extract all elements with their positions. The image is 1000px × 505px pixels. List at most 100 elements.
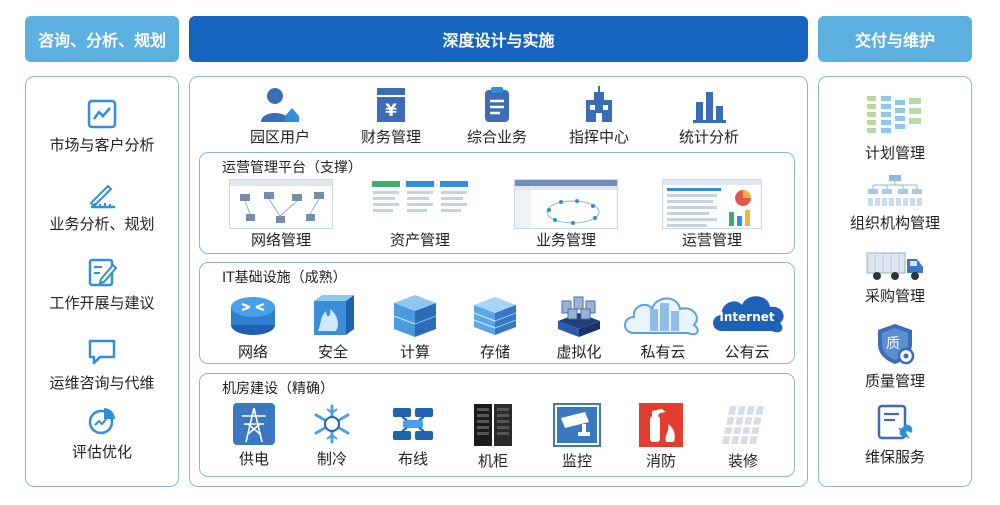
panel-item-label: 业务管理 <box>535 231 596 249</box>
org-chart-icon <box>868 175 922 206</box>
panel-item-label: 安全 <box>317 343 348 361</box>
clipboard-icon <box>485 87 509 122</box>
network-diagram-thumbnail <box>229 179 333 229</box>
right-item-label: 计划管理 <box>864 144 925 162</box>
left-item-label: 运维咨询与代维 <box>49 374 155 392</box>
panel-item-label: 机柜 <box>477 452 508 470</box>
header-delivery-maintenance: 交付与维护 <box>818 16 972 62</box>
panel-item-label: 供电 <box>238 450 269 468</box>
panel-item-label: 存储 <box>479 343 510 361</box>
snowflake-icon <box>314 404 350 444</box>
panel-item-label: 私有云 <box>640 343 686 361</box>
top-item-park-users: 园区用户 <box>232 86 328 147</box>
finance-icon: ¥ <box>377 88 405 122</box>
panel-item-label: 运营管理 <box>681 231 742 249</box>
panel-item-label: 网络 <box>237 343 268 361</box>
left-item-label: 业务分析、规划 <box>49 215 155 233</box>
panel-item-cooling: 制冷 <box>306 402 358 469</box>
right-item-plan-mgmt: 计划管理 <box>818 94 972 163</box>
panel-item-rack: 机柜 <box>466 402 520 471</box>
panel-item-network: 网络 <box>224 291 282 362</box>
floor-tiles-icon <box>722 405 764 445</box>
storage-cube-icon <box>473 297 517 335</box>
panel-item-label: 虚拟化 <box>556 343 602 361</box>
panel-datacenter-construction: 机房建设（精确） 供电 制冷 <box>199 373 795 477</box>
chat-bubble-icon <box>88 339 116 365</box>
right-item-label: 维保服务 <box>864 448 925 466</box>
private-cloud-icon <box>624 297 699 336</box>
panel-item-label: 监控 <box>561 452 592 470</box>
top-item-finance: ¥ 财务管理 <box>343 86 439 147</box>
panel-title: IT基础设施（成熟） <box>222 270 347 286</box>
panel-title: 运营管理平台（支撑） <box>222 160 362 176</box>
maintenance-icon <box>877 404 913 440</box>
server-rack-icon <box>474 404 512 446</box>
panel-item-cabling: 布线 <box>386 402 440 469</box>
pie-chart-icon <box>88 408 115 435</box>
camera-icon <box>553 403 601 447</box>
right-column <box>818 76 972 487</box>
left-item-ops-consulting: 运维咨询与代维 <box>25 336 179 393</box>
panel-item-business-mgmt: 业务管理 <box>512 179 620 250</box>
panel-item-private-cloud: 私有云 <box>618 287 708 362</box>
router-icon <box>231 297 275 335</box>
firewall-icon <box>314 295 354 335</box>
panel-title: 机房建设（精确） <box>222 381 334 397</box>
ruler-pencil-icon <box>89 184 115 209</box>
internet-badge: Internet <box>719 310 774 324</box>
public-cloud-icon: Internet <box>713 296 784 333</box>
power-tower-icon <box>233 403 275 445</box>
header-consulting: 咨询、分析、规划 <box>25 16 179 62</box>
truck-icon <box>866 252 923 280</box>
panel-item-monitoring: 监控 <box>548 402 606 471</box>
left-item-label: 市场与客户分析 <box>49 136 155 154</box>
command-center-icon <box>586 86 612 122</box>
quality-badge-text: 质 <box>886 336 900 352</box>
edit-document-icon <box>88 258 118 287</box>
left-item-business-planning: 业务分析、规划 <box>25 177 179 234</box>
panel-item-label: 制冷 <box>316 450 347 468</box>
operation-dashboard-thumbnail <box>662 179 762 229</box>
left-item-market-analysis: 市场与客户分析 <box>25 98 179 155</box>
panel-item-asset-mgmt: 资产管理 <box>368 179 472 250</box>
top-item-statistics: 统计分析 <box>661 86 757 147</box>
panel-item-operations-mgmt: 运营管理 <box>660 179 764 250</box>
users-icon <box>261 88 299 122</box>
header-design-implementation: 深度设计与实施 <box>189 16 808 62</box>
right-item-label: 采购管理 <box>864 287 925 305</box>
right-item-label: 组织机构管理 <box>849 214 940 232</box>
right-item-procurement: 采购管理 <box>818 249 972 306</box>
top-item-label: 综合业务 <box>466 128 527 146</box>
quality-shield-icon: 质 <box>878 324 915 365</box>
top-item-command-center: 指挥中心 <box>551 86 647 147</box>
left-item-work-advice: 工作开展与建议 <box>25 256 179 313</box>
panel-item-label: 布线 <box>397 450 428 468</box>
right-item-org-mgmt: 组织机构管理 <box>818 174 972 233</box>
panel-item-power: 供电 <box>228 402 280 469</box>
virtualization-icon <box>558 296 600 337</box>
panel-item-label: 消防 <box>645 452 676 470</box>
fire-extinguisher-icon <box>639 403 683 447</box>
top-item-label: 指挥中心 <box>568 128 629 146</box>
chart-line-icon <box>87 99 117 129</box>
panel-item-virtualization: 虚拟化 <box>548 291 610 362</box>
panel-item-label: 计算 <box>399 343 430 361</box>
panel-item-label: 公有云 <box>724 343 770 361</box>
panel-item-fire: 消防 <box>634 402 688 471</box>
left-item-label: 评估优化 <box>71 443 132 461</box>
cabling-icon <box>393 408 433 440</box>
panel-item-security: 安全 <box>304 291 362 362</box>
asset-table-thumbnail <box>370 179 470 229</box>
business-window-thumbnail <box>514 179 618 229</box>
panel-item-storage: 存储 <box>466 291 524 362</box>
bar-chart-icon <box>693 92 726 123</box>
top-item-label: 统计分析 <box>678 128 739 146</box>
panel-item-decoration: 装修 <box>714 402 772 471</box>
panel-item-public-cloud: Internet 公有云 <box>706 287 788 362</box>
panel-item-label: 资产管理 <box>389 231 450 249</box>
top-item-label: 园区用户 <box>249 128 310 146</box>
server-cube-icon <box>393 295 437 337</box>
plan-chart-icon <box>867 96 921 133</box>
panel-it-infrastructure: IT基础设施（成熟） 网络 安全 计算 <box>199 262 795 364</box>
panel-item-compute: 计算 <box>386 291 444 362</box>
